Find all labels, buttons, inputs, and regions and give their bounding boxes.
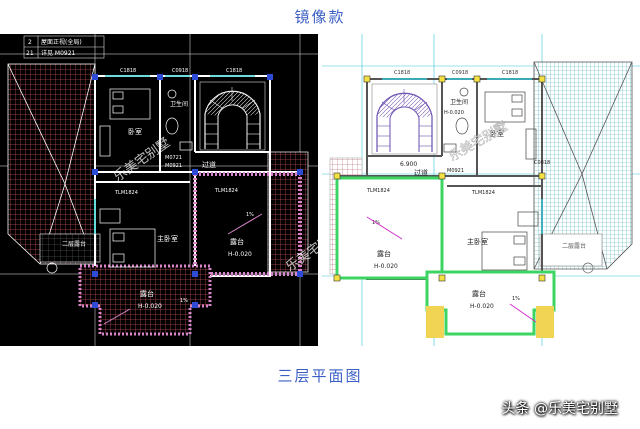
door-label-m0921: M0921 <box>165 163 182 169</box>
slope-arrow-upper <box>366 216 403 240</box>
bathroom-fixtures <box>165 89 193 151</box>
floor-plan-mirrored-drawing: 二层露台 C1818 C0918 C1 <box>322 34 640 346</box>
room-label-master-bedroom: 主卧室 <box>467 237 488 246</box>
window-label-top-mid: C0918 <box>172 68 188 74</box>
room-label-bedroom: 卧室 <box>490 129 504 138</box>
slope-arrow-lower <box>103 308 131 325</box>
second-terrace-area <box>39 233 101 263</box>
elevation-label-corridor: 6.900 <box>400 161 417 168</box>
stamp-watermark-1: 乐美宅别墅 <box>111 135 173 185</box>
room-label-second-terrace: 二层露台 <box>62 240 86 248</box>
floor-plan-mirrored: 二层露台 C1818 C0918 C1 <box>322 34 640 346</box>
door-label-bathroom: M0721 <box>165 155 182 161</box>
legend-row2-text: 详见 M0921 <box>41 49 76 57</box>
window-label-top-right: C1818 <box>226 68 242 74</box>
door-label-tlm-left: TLM1824 <box>366 188 390 194</box>
room-label-terrace-upper: 露台 <box>230 237 244 246</box>
room-label-terrace-lower: 露台 <box>140 289 154 298</box>
room-label-master-bedroom: 主卧室 <box>157 234 178 243</box>
window-label-top-right: C1818 <box>502 70 518 76</box>
room-label-bathroom: 卫生间 <box>450 98 468 106</box>
slope-arrow-lower <box>509 303 537 323</box>
elevation-label-upper: H-0.020 <box>374 263 398 270</box>
terrace-lower-corners <box>426 306 554 338</box>
column-markers <box>92 74 303 308</box>
door-label-tlm-right: TLM1824 <box>214 188 238 194</box>
window-label-top-left: C1818 <box>120 68 136 74</box>
window-label-top-left: C1818 <box>394 70 410 76</box>
room-label-second-terrace: 二层露台 <box>562 242 586 250</box>
column-marker <box>46 262 58 274</box>
plan-caption: 三层平面图 <box>277 367 363 385</box>
door-label-m0921: M0921 <box>447 168 464 174</box>
legend-row2-number: 21 <box>26 50 34 57</box>
elevation-label-lower: H-0.020 <box>470 303 494 310</box>
legend-row1-text: 屋面正视(全局) <box>41 38 82 46</box>
room-label-corridor: 过道 <box>414 168 428 177</box>
floor-plan-original: 2 屋面正视(全局) 21 详见 M0921 二层露台 <box>0 34 345 346</box>
door-label-tlm-left: TLM1824 <box>114 190 138 196</box>
roof-hatch <box>7 63 96 265</box>
window-label-top-mid: C0918 <box>452 70 468 76</box>
slope-arrow-upper <box>227 213 263 235</box>
windows-top <box>94 75 255 234</box>
room-label-corridor: 过道 <box>202 160 216 169</box>
master-bedroom-bed <box>99 208 156 268</box>
room-label-bathroom: 卫生间 <box>170 100 188 108</box>
windows-top <box>382 78 543 234</box>
column-markers <box>333 75 546 282</box>
elevation-label-upper: H-0.020 <box>228 251 252 258</box>
terrace-lower-area <box>78 264 212 336</box>
page-title: 镜像款 <box>294 8 346 26</box>
room-label-bedroom: 卧室 <box>128 127 142 136</box>
bathroom-fixtures <box>443 87 469 153</box>
room-label-terrace-upper: 露台 <box>377 249 391 258</box>
slope-label-upper: 1% <box>246 212 254 218</box>
floor-plan-original-drawing: 2 屋面正视(全局) 21 详见 M0921 二层露台 <box>0 34 345 346</box>
window-label-right: C0818 <box>534 160 550 166</box>
bedroom-bed <box>99 88 151 157</box>
column-marker <box>582 262 594 274</box>
spiral-stair <box>199 81 266 151</box>
second-terrace-area <box>539 233 603 267</box>
author-watermark: 头条 @乐美宅别墅 <box>501 401 618 417</box>
legend-box: 2 屋面正视(全局) 21 详见 M0921 <box>23 35 105 59</box>
elevation-label-lower: H-0.020 <box>138 303 162 310</box>
room-label-terrace-lower: 露台 <box>472 289 486 298</box>
elevation-label-bathroom: H-0.020 <box>444 110 464 116</box>
legend-row1-number: 2 <box>28 39 32 46</box>
spiral-stair <box>371 83 438 155</box>
door-label-tlm-right: TLM1824 <box>471 190 495 196</box>
terrace-upper-border <box>335 176 444 280</box>
terrace-upper-border <box>193 172 302 276</box>
slope-label-lower: 1% <box>512 296 520 302</box>
slope-label-lower: 1% <box>180 298 188 304</box>
master-bedroom-bed <box>481 211 539 271</box>
bedroom-bed <box>484 91 537 160</box>
